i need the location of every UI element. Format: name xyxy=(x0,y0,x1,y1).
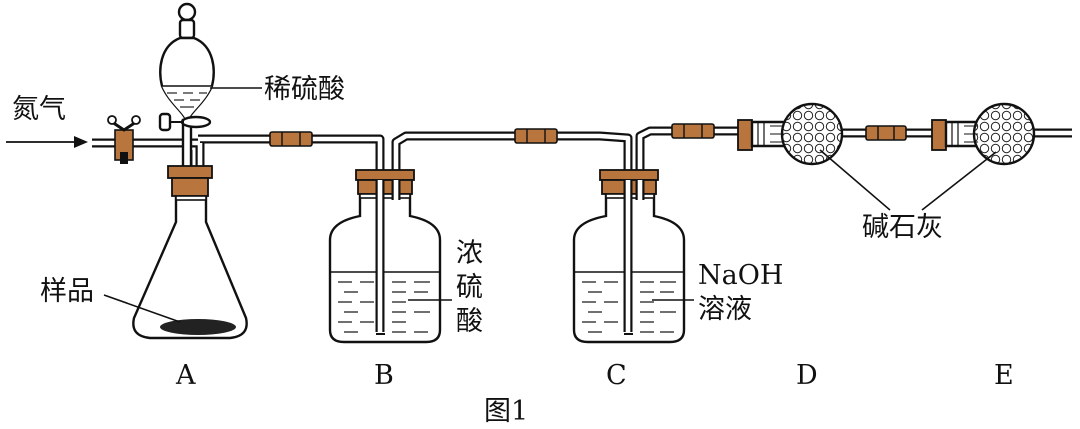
nitrogen-arrowhead xyxy=(74,136,88,148)
connector-b-c xyxy=(514,128,558,144)
soda-lime-bulb-e xyxy=(972,102,1036,166)
stopper-b-top xyxy=(355,169,415,181)
conc-acid-label-1: 浓 xyxy=(456,238,483,269)
stopper-e xyxy=(931,119,947,151)
conical-flask xyxy=(132,190,248,340)
nitrogen-label: 氮气 xyxy=(12,94,66,125)
connector-c-d xyxy=(671,123,715,139)
conc-acid-label-3: 酸 xyxy=(456,306,483,337)
connector-d-e xyxy=(865,125,907,141)
naoh-label-formula: NaOH xyxy=(698,260,783,291)
nitrogen-inlet: 氮气 xyxy=(6,94,88,148)
connector-a-b xyxy=(269,131,313,147)
apparatus-b xyxy=(328,169,442,344)
sample-label: 样品 xyxy=(40,276,94,307)
label-a: A xyxy=(175,360,196,391)
stopper-a xyxy=(171,177,209,197)
inlet-clamp xyxy=(107,115,141,164)
naoh-label-solution: 溶液 xyxy=(698,294,752,325)
soda-lime-label: 碱石灰 xyxy=(862,212,943,243)
stopper-a-top xyxy=(167,165,213,179)
stopper-c-top xyxy=(599,169,659,181)
apparatus-d xyxy=(737,102,844,166)
apparatus-e xyxy=(931,102,1036,166)
apparatus-a xyxy=(107,2,248,340)
leader-lines xyxy=(103,87,997,323)
label-c: C xyxy=(606,360,627,391)
separatory-funnel xyxy=(158,2,215,274)
apparatus-c xyxy=(572,169,686,344)
conc-acid-label-2: 硫 xyxy=(456,272,483,303)
label-b: B xyxy=(374,360,394,391)
label-e: E xyxy=(994,360,1014,391)
figure-caption: 图1 xyxy=(484,396,528,427)
stopper-d xyxy=(737,119,753,151)
stopper-b xyxy=(357,179,413,195)
dilute-acid-label: 稀硫酸 xyxy=(264,74,345,105)
liquid-c xyxy=(582,281,676,333)
sample-solid xyxy=(160,319,236,335)
soda-lime-bulb-d xyxy=(780,102,844,166)
label-d: D xyxy=(796,360,818,391)
liquid-b xyxy=(338,281,430,333)
bottle-b xyxy=(328,188,442,344)
